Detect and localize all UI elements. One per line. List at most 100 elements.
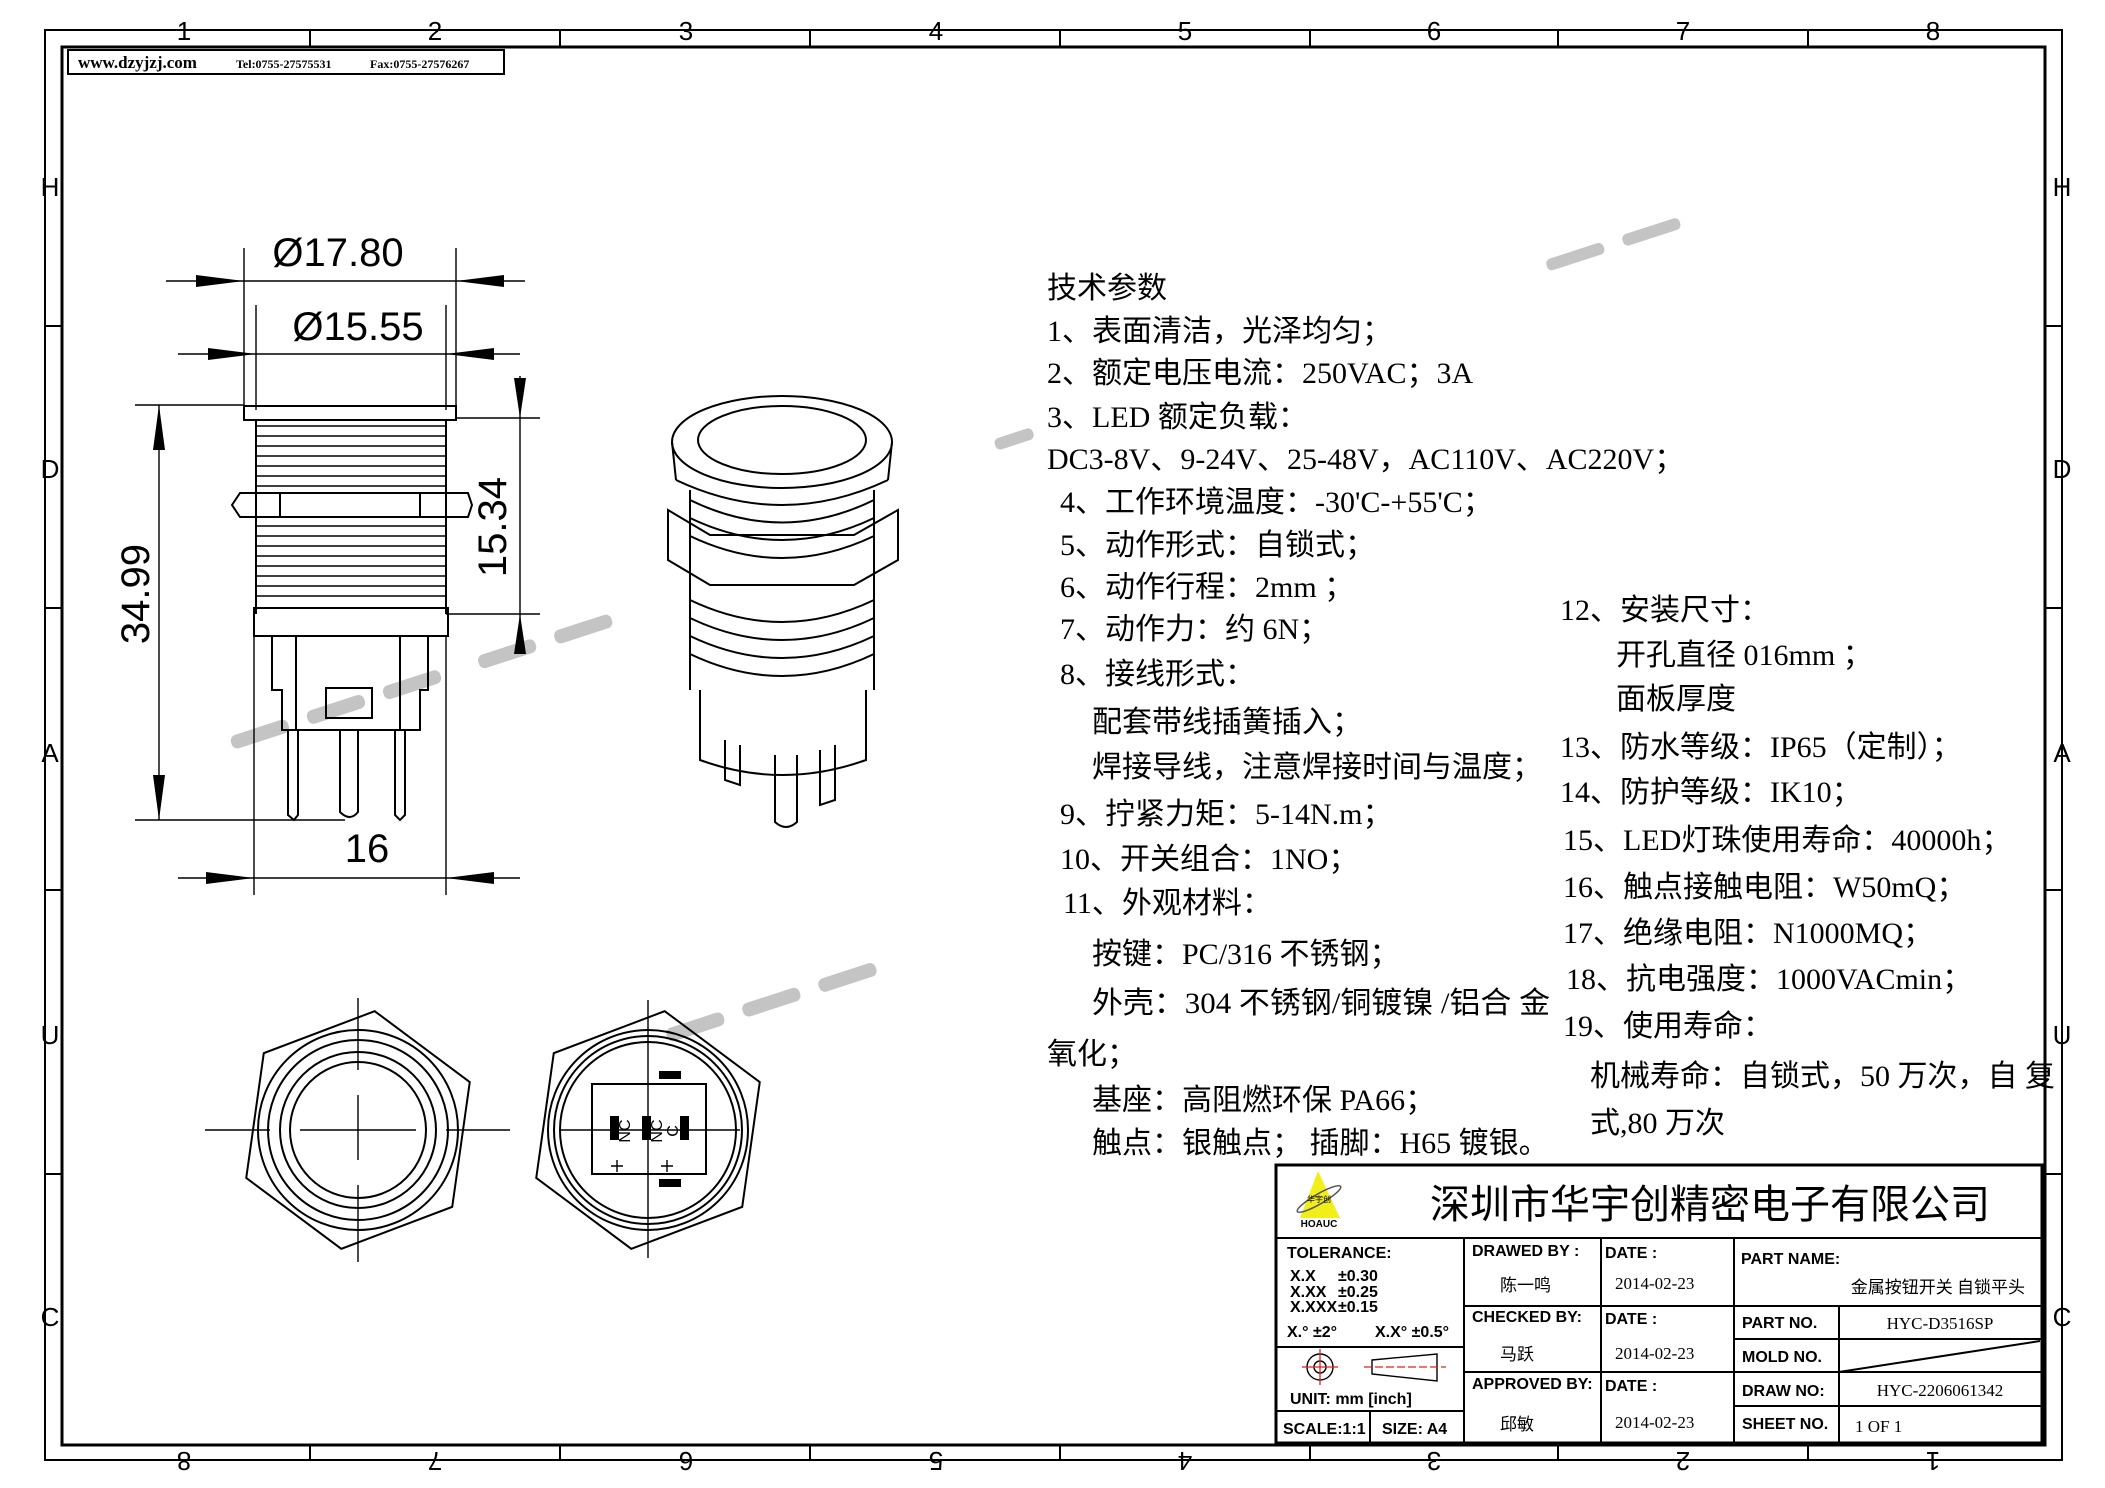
company-name: 深圳市华宇创精密电子有限公司 <box>1430 1183 1990 1227</box>
tel-text: Tel:0755-27575531 <box>236 57 332 71</box>
watermark <box>230 218 1681 1042</box>
tolerance-value: ±0.25 <box>1338 1284 1378 1301</box>
spec-line: 14、防护等级：IK10； <box>1560 776 1862 809</box>
part-no-value: HYC-D3516SP <box>1887 1314 1994 1333</box>
tolerance-value: ±0.15 <box>1338 1299 1378 1316</box>
grid-labels-top: 1 2 3 4 5 6 7 8 <box>177 16 1940 46</box>
grid-row-label: H <box>41 172 60 202</box>
spec-line: 13、防水等级：IP65（定制）； <box>1560 731 1962 764</box>
grid-col-label: 6 <box>1427 16 1441 46</box>
grid-row-label: A <box>41 738 59 768</box>
spec-line: 10、开关组合：1NO； <box>1060 843 1358 876</box>
tolerance-label: TOLERANCE: <box>1287 1245 1392 1262</box>
spec-line: 7、动作力：约 6N； <box>1060 613 1329 646</box>
grid-col-label: 3 <box>1427 1446 1441 1476</box>
date-label: DATE : <box>1605 1311 1657 1328</box>
grid-col-label: 3 <box>679 16 693 46</box>
spec-line: 开孔直径 016mm ； <box>1616 639 1873 672</box>
grid-col-label: 6 <box>679 1446 693 1476</box>
dim-inner-diameter: Ø15.55 <box>292 305 423 349</box>
spec-line: 基座：高阻燃环保 PA66； <box>1092 1084 1435 1117</box>
part-name-value: 金属按钮开关 自锁平头 <box>1851 1278 2025 1297</box>
checked-by-value: 马跃 <box>1500 1345 1534 1364</box>
spec-line: 18、抗电强度：1000VACmin； <box>1566 963 1972 996</box>
spec-list-right: 12、安装尺寸： 开孔直径 016mm ； 面板厚度 13、防水等级：IP65（… <box>1560 594 2055 1140</box>
tolerance-format: X.XX <box>1290 1284 1327 1301</box>
spec-line: 9、拧紧力矩：5-14N.m； <box>1060 798 1393 831</box>
grid-row-label: D <box>2053 454 2072 484</box>
grid-col-label: 5 <box>929 1446 943 1476</box>
grid-col-label: 1 <box>177 16 191 46</box>
spec-line: 氧化； <box>1047 1038 1137 1071</box>
fax-text: Fax:0755-27576267 <box>370 57 469 71</box>
spec-line: 12、安装尺寸： <box>1560 594 1770 627</box>
logo-text-en: HOAUC <box>1301 1219 1338 1230</box>
drawn-by-value: 陈一鸣 <box>1500 1276 1551 1295</box>
pin-label: NC <box>617 1119 634 1142</box>
grid-col-label: 7 <box>428 1446 442 1476</box>
date-value: 2014-02-23 <box>1615 1413 1694 1432</box>
pin-label: C <box>665 1125 682 1137</box>
grid-col-label: 8 <box>1926 16 1940 46</box>
spec-line: 2、额定电压电流：250VAC；3A <box>1047 357 1473 390</box>
tolerance-format: X.X <box>1290 1268 1316 1285</box>
header-box <box>67 49 505 75</box>
draw-no-value: HYC-2206061342 <box>1877 1381 2004 1400</box>
sheet-no-label: SHEET NO. <box>1742 1416 1828 1433</box>
spec-line: DC3-8V、9-24V、25-48V，AC110V、AC220V； <box>1047 443 1684 476</box>
outer-frame <box>44 29 2063 1461</box>
spec-line: 5、动作形式：自锁式； <box>1060 529 1375 562</box>
grid-row-label: H <box>2053 172 2072 202</box>
spec-title: 技术参数 <box>1047 272 1167 305</box>
grid-col-label: 1 <box>1926 1446 1940 1476</box>
grid-row-label: U <box>2053 1020 2072 1050</box>
grid-labels-bottom: 8 7 6 5 4 3 2 1 <box>177 1446 1940 1476</box>
tolerance-format: X.XXX <box>1290 1299 1337 1316</box>
grid-col-label: 7 <box>1676 16 1690 46</box>
spec-line: 15、LED灯珠使用寿命：40000h； <box>1563 824 2011 857</box>
spec-line: 配套带线插簧插入； <box>1092 706 1362 739</box>
date-value: 2014-02-23 <box>1615 1274 1694 1293</box>
spec-line: 4、工作环境温度：-30'C-+55'C； <box>1060 486 1493 519</box>
grid-row-label: A <box>2053 738 2071 768</box>
spec-line: 焊接导线，注意焊接时间与温度； <box>1092 751 1542 784</box>
top-view-drawing <box>205 998 510 1262</box>
scale-label: SCALE:1:1 <box>1283 1421 1366 1438</box>
grid-col-label: 4 <box>929 16 943 46</box>
tolerance-value: ±0.30 <box>1338 1268 1378 1285</box>
angle-tolerance: X.° ±2° <box>1287 1324 1337 1341</box>
grid-row-label: C <box>41 1302 60 1332</box>
mold-no-label: MOLD NO. <box>1742 1349 1822 1366</box>
website-text: www.dzyjzj.com <box>78 53 197 72</box>
draw-no-label: DRAW NO: <box>1742 1383 1825 1400</box>
spec-line: 外壳：304 不锈钢/铜镀镍 /铝合 金 <box>1092 987 1550 1020</box>
grid-col-label: 4 <box>1178 1446 1192 1476</box>
grid-row-label: D <box>41 454 60 484</box>
drawn-by-label: DRAWED BY : <box>1472 1243 1579 1260</box>
isometric-view-drawing <box>667 395 899 828</box>
grid-row-label: U <box>41 1020 60 1050</box>
spec-line: 触点：银触点； 插脚：H65 镀银。 <box>1092 1127 1549 1160</box>
size-label: SIZE: A4 <box>1382 1421 1447 1438</box>
grid-col-label: 2 <box>1676 1446 1690 1476</box>
pin-label: NC <box>649 1119 666 1142</box>
dim-height: 34.99 <box>114 544 158 644</box>
side-view-drawing <box>135 248 540 895</box>
spec-line: 17、绝缘电阻：N1000MQ； <box>1563 917 1933 950</box>
grid-labels-rows: H D A U C H D A U C <box>41 172 2072 1332</box>
logo-text-cn: 华宇创 <box>1307 1194 1331 1204</box>
unit-label: UNIT: mm [inch] <box>1290 1391 1412 1408</box>
projection-symbol-icon <box>1302 1349 1446 1385</box>
grid-col-label: 5 <box>1178 16 1192 46</box>
spec-line: 面板厚度 <box>1616 683 1736 716</box>
spec-list-left: 技术参数 1、表面清洁，光泽均匀； 2、额定电压电流：250VAC；3A 3、L… <box>1047 272 1684 1160</box>
inner-frame <box>60 45 2047 1447</box>
checked-by-label: CHECKED BY: <box>1472 1309 1582 1326</box>
date-label: DATE : <box>1605 1378 1657 1395</box>
date-value: 2014-02-23 <box>1615 1344 1694 1363</box>
dim-base-width: 16 <box>345 827 390 871</box>
title-block: 华宇创 HOAUC 深圳市华宇创精密电子有限公司 TOLERANCE: X.X … <box>1274 1163 2044 1445</box>
spec-line: 19、使用寿命： <box>1563 1010 1773 1043</box>
spec-line: 11、外观材料： <box>1063 887 1272 920</box>
